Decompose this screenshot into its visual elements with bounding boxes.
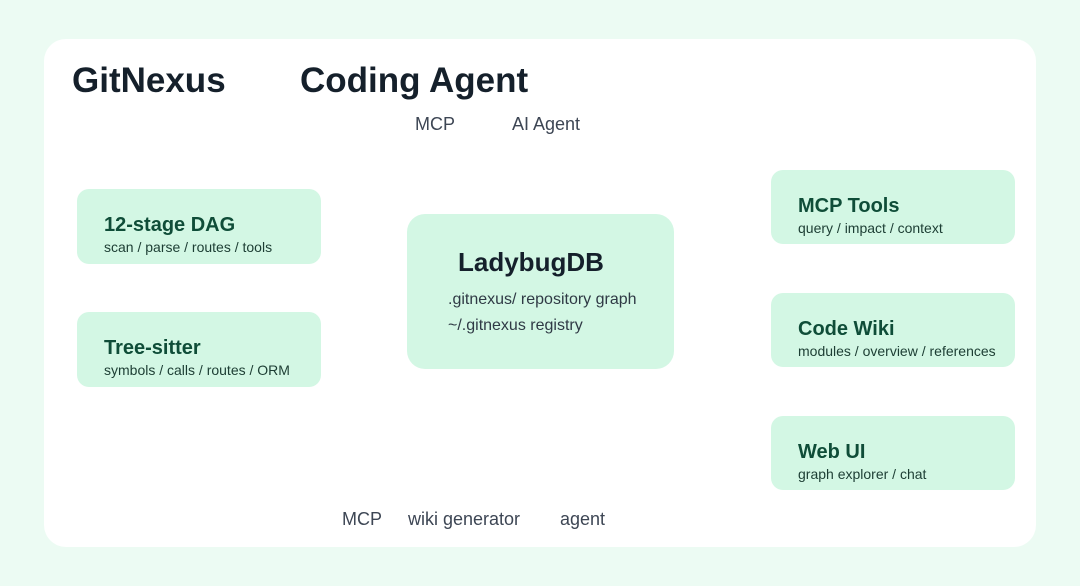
gitnexus-title: GitNexus [72,61,226,100]
box-12-stage-dag-title: 12-stage DAG [104,214,236,236]
box-tree-sitter-title: Tree-sitter [104,337,201,359]
box-code-wiki-title: Code Wiki [798,318,895,340]
box-mcp-tools-subtitle: query / impact / context [798,220,943,236]
box-web-ui-subtitle: graph explorer / chat [798,466,927,482]
coding-agent-title: Coding Agent [300,61,529,100]
top-label-mcp: MCP [415,114,455,134]
box-web-ui: Web UI graph explorer / chat [771,416,1015,490]
box-code-wiki: Code Wiki modules / overview / reference… [771,293,1015,367]
box-mcp-tools-title: MCP Tools [798,195,900,217]
box-12-stage-dag-subtitle: scan / parse / routes / tools [104,239,273,255]
box-ladybugdb: LadybugDB .gitnexus/ repository graph ~/… [407,214,674,369]
box-mcp-tools: MCP Tools query / impact / context [771,170,1015,244]
box-tree-sitter: Tree-sitter symbols / calls / routes / O… [77,312,321,387]
box-tree-sitter-subtitle: symbols / calls / routes / ORM [104,362,290,378]
box-web-ui-title: Web UI [798,441,866,463]
bottom-label-mcp: MCP [342,509,382,529]
box-ladybugdb-line-1: .gitnexus/ repository graph [448,291,637,308]
box-ladybugdb-line-2: ~/.gitnexus registry [448,317,583,334]
top-label-ai-agent: AI Agent [512,114,581,134]
box-code-wiki-subtitle: modules / overview / references [798,343,996,359]
box-12-stage-dag: 12-stage DAG scan / parse / routes / too… [77,189,321,264]
bottom-label-agent: agent [560,509,606,529]
box-ladybugdb-title: LadybugDB [458,247,604,277]
bottom-label-wiki-generator: wiki generator [408,509,521,529]
